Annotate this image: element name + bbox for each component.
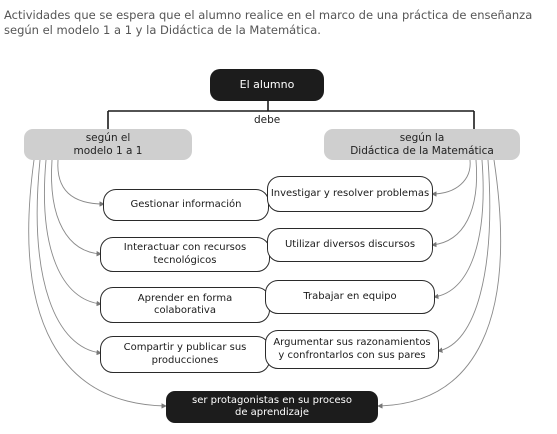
arrow-left-1 [57, 159, 105, 207]
item-argumentar-razonamientos: Argumentar sus razonamientos y confronta… [265, 330, 439, 369]
label-debe: debe [254, 114, 281, 126]
arrow-left-2 [51, 159, 102, 257]
item-investigar-resolver: Investigar y resolver problemas [267, 176, 433, 212]
arrow-right-1 [431, 159, 471, 197]
arrow-right-bottom [377, 159, 501, 409]
node-modelo-1a1: según el modelo 1 a 1 [24, 129, 192, 160]
item-interactuar-recursos: Interactuar con recursos tecnológicos [100, 237, 270, 272]
figure-caption: Actividades que se espera que el alumno … [4, 8, 533, 37]
node-didactica-matematica: según la Didáctica de la Matemática [324, 129, 520, 160]
arrow-left-bottom [28, 159, 167, 409]
arrow-right-3 [433, 159, 484, 300]
arrow-left-4 [36, 159, 102, 356]
item-utilizar-discursos: Utilizar diversos discursos [267, 228, 433, 262]
item-compartir-publicar: Compartir y publicar sus producciones [100, 336, 270, 373]
item-gestionar-informacion: Gestionar información [103, 189, 269, 221]
arrow-right-4 [437, 159, 491, 353]
item-aprender-colaborativa: Aprender en forma colaborativa [100, 287, 270, 323]
node-el-alumno: El alumno [210, 69, 324, 101]
arrow-left-3 [44, 159, 102, 307]
item-trabajar-equipo: Trabajar en equipo [265, 280, 435, 314]
node-protagonistas: ser protagonistas en su proceso de apren… [166, 391, 378, 423]
arrow-right-2 [431, 159, 478, 248]
